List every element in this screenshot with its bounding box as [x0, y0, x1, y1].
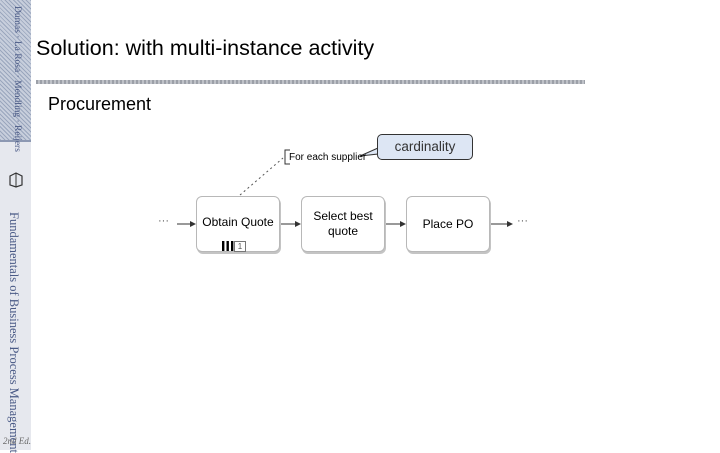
cardinality-box: 1: [234, 241, 246, 252]
task-select-best-quote: Select best quote: [301, 196, 385, 252]
sidebar-divider: [0, 140, 31, 142]
slide-subtitle: Procurement: [48, 94, 152, 114]
ellipsis-left: ···: [158, 215, 169, 227]
text-annotation: For each supplier: [289, 152, 367, 163]
annotation-association: [239, 157, 284, 196]
task-label: Place PO: [422, 216, 474, 231]
sidebar-band: Dumas · La Rosa · Mendling · Reijers Fun…: [0, 0, 31, 453]
slide-title: Solution: with multi-instance activity: [36, 36, 375, 60]
sidebar-pattern: [0, 0, 31, 140]
task-obtain-quote: Obtain Quote: [196, 196, 280, 252]
task-label: Select best quote: [313, 209, 373, 238]
ellipsis-right: ···: [517, 215, 528, 227]
task-label: Obtain Quote: [202, 214, 274, 229]
multi-instance-marker-icon: [222, 241, 234, 251]
annotation-bracket: [284, 149, 290, 165]
task-place-po: Place PO: [406, 196, 490, 252]
cardinality-callout: cardinality: [377, 134, 473, 160]
book-icon: [9, 172, 23, 188]
edition-label: 2nd Ed.: [3, 436, 31, 446]
title-rule: [36, 80, 585, 84]
